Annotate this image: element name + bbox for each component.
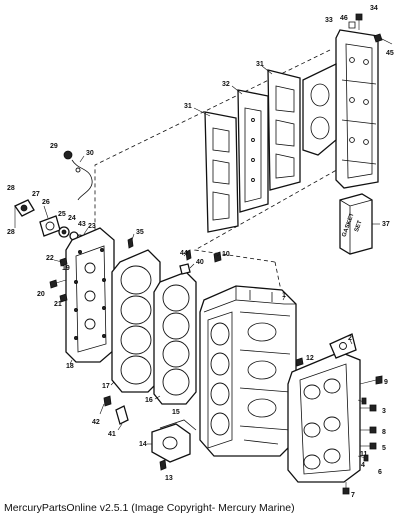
callout-7: 7 — [351, 492, 355, 499]
callout-16: 16 — [145, 397, 153, 404]
callout-34: 34 — [370, 5, 378, 12]
exhaust-plate — [237, 89, 269, 213]
callout-11: 11 — [360, 451, 368, 458]
callout-30: 30 — [86, 150, 94, 157]
callout-12: 12 — [306, 355, 314, 362]
callout-25: 25 — [58, 211, 66, 218]
callout-24: 24 — [68, 215, 76, 222]
water-jacket-cover — [65, 227, 115, 363]
exhaust-elbow — [302, 62, 337, 156]
cover-bolts — [348, 13, 393, 45]
intake-manifold — [287, 333, 361, 483]
callout-6: 6 — [378, 469, 382, 476]
callout-33: 33 — [325, 17, 333, 24]
copyright-footer: MercuryPartsOnline v2.5.1 (Image Copyrig… — [4, 502, 295, 514]
callout-9: 9 — [384, 379, 388, 386]
gasket-set-box: GASKET SET — [339, 193, 373, 255]
sleeve-pin — [103, 395, 129, 425]
callout-19: 19 — [62, 265, 70, 272]
callout-41: 41 — [108, 431, 116, 438]
callout-27: 27 — [32, 191, 40, 198]
callout-5: 5 — [382, 445, 386, 452]
callout-40: 40 — [196, 259, 204, 266]
callout-31-front: 31 — [184, 103, 192, 110]
callout-32: 32 — [222, 81, 230, 88]
callout-8: 8 — [382, 429, 386, 436]
exploded-parts-diagram: GASKET SET — [7, 5, 394, 499]
cylinder-head — [111, 249, 161, 393]
callout-2: 2 — [348, 335, 352, 342]
exhaust-gasket-rear — [267, 69, 301, 191]
exhaust-gasket-front — [204, 111, 239, 233]
callout-13: 13 — [165, 475, 173, 482]
callout-26: 26 — [42, 199, 50, 206]
callout-23: 23 — [88, 223, 96, 230]
callout-37: 37 — [382, 221, 390, 228]
callout-3: 3 — [382, 408, 386, 415]
callout-31-rear: 31 — [256, 61, 264, 68]
bleed-cover — [151, 419, 197, 471]
callout-44: 44 — [180, 250, 188, 257]
callout-22: 22 — [46, 255, 54, 262]
callout-10: 10 — [222, 251, 230, 258]
cylinder-block — [199, 285, 297, 457]
cover-screws — [49, 257, 68, 303]
head-gasket — [153, 271, 197, 405]
temperature-sender — [63, 150, 93, 201]
callout-46: 46 — [340, 15, 348, 22]
callout-labels: 1 2 3 4 5 6 7 8 9 10 11 12 13 14 15 16 1… — [7, 5, 394, 499]
callout-21: 21 — [54, 301, 62, 308]
callout-17: 17 — [102, 383, 110, 390]
callout-28-top: 28 — [7, 185, 15, 192]
callout-1: 1 — [282, 292, 286, 299]
callout-43: 43 — [78, 221, 86, 228]
callout-42: 42 — [92, 419, 100, 426]
callout-35: 35 — [136, 229, 144, 236]
callout-28-bottom: 28 — [7, 229, 15, 236]
callout-29: 29 — [50, 143, 58, 150]
callout-15: 15 — [172, 409, 180, 416]
gasket-set-label-line2: SET — [354, 220, 364, 233]
callout-45: 45 — [386, 50, 394, 57]
cylinder-head-cover — [335, 29, 379, 189]
callout-18: 18 — [66, 363, 74, 370]
callout-14: 14 — [139, 441, 147, 448]
callout-20: 20 — [37, 291, 45, 298]
callout-4: 4 — [361, 462, 365, 469]
manifold-bolts — [295, 357, 383, 495]
